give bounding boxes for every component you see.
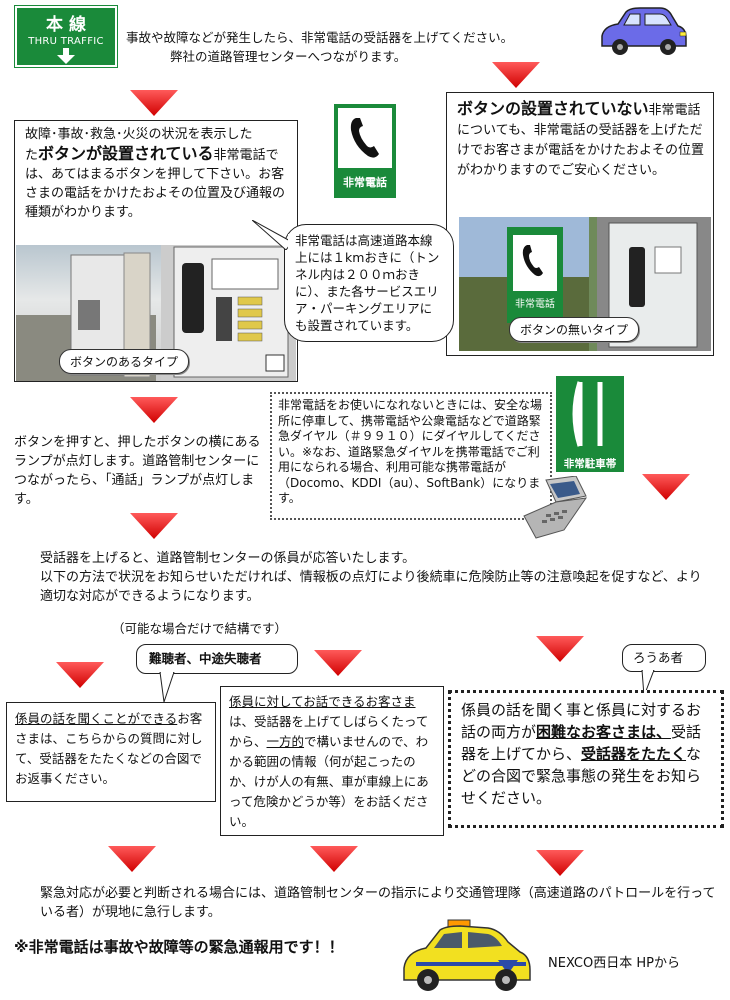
mobile-phone-icon — [523, 476, 588, 539]
case-can-hear-box: 係員の話を聞くことができるお客さまは、こちらからの質問に対して、受話器をたたくな… — [6, 702, 216, 802]
response-text: 受話器を上げると、道路管制センターの係員が応答いたします。 以下の方法で状況をお… — [40, 549, 710, 606]
button-type-description: 故障･事故･救急･火災の状況を表示した たボタンが設置されている非常電話では、あ… — [25, 127, 286, 220]
sign-title: 本 線 — [46, 15, 86, 35]
emergency-phone-sign-label: 非常電話 — [343, 176, 387, 189]
bubble-tail-icon — [159, 672, 175, 702]
button-type-label: ボタンのあるタイプ — [59, 349, 190, 374]
button-type-panel: 故障･事故･救急･火災の状況を表示した たボタンが設置されている非常電話では、あ… — [14, 120, 298, 382]
case-can-speak-box: 係員に対してお話できるお客さまは、受話器を上げてしばらくたってから、一方的で構い… — [220, 686, 444, 836]
response-line-1: 受話器を上げると、道路管制センターの係員が応答いたします。 — [40, 551, 416, 566]
patrol-text: 緊急対応が必要と判断される場合には、道路管制センターの指示により交通管理隊（高速… — [40, 886, 716, 920]
down-arrow-icon — [57, 48, 75, 64]
optional-note: （可能な場合だけで結構です） — [112, 621, 288, 636]
response-line-2: 以下の方法で状況をお知らせいただければ、情報板の点灯により後続車に危険防止等の注… — [40, 570, 702, 604]
bubble-tail-icon — [641, 670, 655, 696]
flow-arrow-icon — [642, 474, 690, 500]
flow-arrow-icon — [130, 513, 178, 539]
car-icon — [601, 7, 687, 55]
bubble-tail-icon — [252, 220, 292, 250]
flow-arrow-icon — [310, 846, 358, 872]
parking-bay-icon — [572, 381, 603, 447]
mobile-phone-info-box: 非常電話をお使いになれないときには、安全な場所に停車して、携帯電話や公衆電話など… — [270, 392, 552, 520]
source-credit: NEXCO西日本 HPから — [548, 956, 680, 971]
flow-arrow-icon — [492, 62, 540, 88]
sign-text: 非常電話 — [515, 297, 555, 310]
case-neither-box: 係員の話を聞く事と係員に対するお話の両方が困難なお客さまは、受話器を上げてから、… — [448, 690, 724, 828]
no-button-type-panel: ボタンの設置されていない非常電話についても、非常電話の受話器を上げただけでお客さ… — [446, 92, 714, 356]
emergency-use-warning: ※非常電話は事故や故障等の緊急通報用です！！ — [14, 938, 344, 956]
emergency-parking-sign: 非常駐車帯 — [556, 376, 624, 472]
intro-line-1: 事故や故障などが発生したら、非常電話の受話器を上げてください。 — [126, 30, 514, 45]
flow-arrow-icon — [56, 662, 104, 688]
flow-arrow-icon — [536, 636, 584, 662]
patrol-car-icon — [403, 919, 531, 991]
thru-traffic-sign: 本 線 THRU TRAFFIC — [14, 5, 118, 68]
phone-spacing-bubble: 非常電話は高速道路本線上には１kmおきに（トンネル内は２００ｍおきに）、また各サ… — [284, 224, 454, 342]
flow-arrow-icon — [130, 90, 178, 116]
hearing-impaired-tag: 難聴者、中途失聴者 — [136, 644, 298, 674]
mobile-phone-info-text: 非常電話をお使いになれないときには、安全な場所に停車して、携帯電話や公衆電話など… — [278, 398, 543, 505]
emergency-phone-sign: 非常電話 — [334, 104, 396, 198]
lamp-explanation: ボタンを押すと、押したボタンの横にあるランプが点灯します。道路管制センターにつな… — [14, 435, 261, 507]
intro-line-2: 弊社の道路管理センターへつながります。 — [170, 49, 407, 64]
sign-sub: THRU TRAFFIC — [28, 36, 104, 47]
emergency-parking-sign-label: 非常駐車帯 — [563, 458, 617, 470]
flow-arrow-icon — [130, 397, 178, 423]
no-button-type-label: ボタンの無いタイプ — [509, 317, 640, 342]
phone-icon — [350, 118, 379, 158]
deaf-tag: ろうあ者 — [622, 644, 706, 672]
flow-arrow-icon — [536, 850, 584, 876]
flow-arrow-icon — [108, 846, 156, 872]
flow-arrow-icon — [314, 650, 362, 676]
no-button-type-description: ボタンの設置されていない非常電話についても、非常電話の受話器を上げただけでお客さ… — [457, 99, 705, 178]
no-button-phone-photo: 非常電話 — [459, 217, 711, 351]
